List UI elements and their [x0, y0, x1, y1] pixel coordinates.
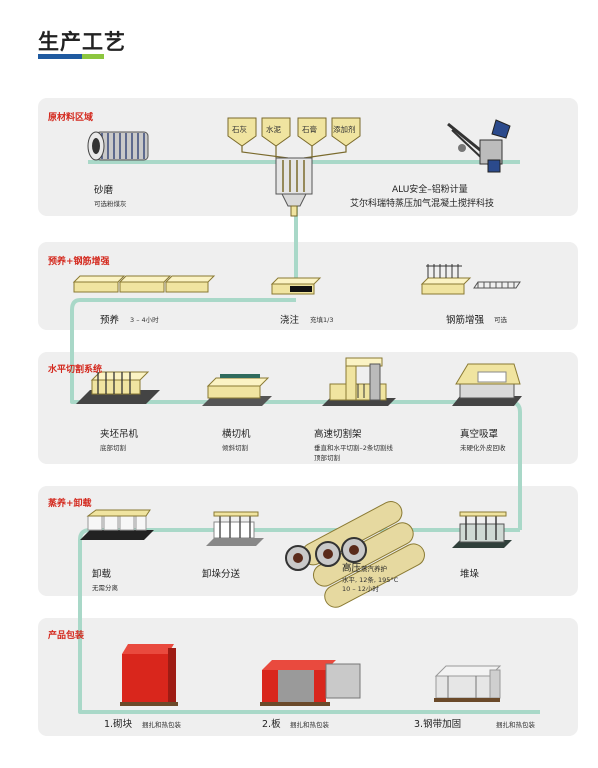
- autoclave-label: 高压蒸汽养护: [342, 560, 387, 574]
- silos-mixer-illustration: [227, 117, 361, 217]
- unloading-label: 卸载: [92, 569, 112, 580]
- rebar-note: 可选: [494, 316, 507, 324]
- section-title-precure: 预养+钢筋增强: [48, 257, 110, 267]
- vacuum-hood-illustration: [452, 363, 522, 406]
- alu-dosing-label: ALU安全–铝粉计量: [392, 185, 468, 195]
- grinding-note: 可选粉煤灰: [94, 200, 127, 208]
- high-speed-cutter-illustration: [322, 357, 396, 406]
- rebar-label: 钢筋增强: [446, 315, 485, 326]
- unloading-illustration: [80, 509, 154, 540]
- high-speed-cutter-note-1: 垂直和水平切割–2条切割线: [314, 444, 393, 452]
- separation-illustration: [206, 511, 264, 546]
- section-title-packaging: 产品包装: [48, 631, 85, 641]
- silo-label-cement: 水泥: [266, 125, 281, 134]
- autoclave-illustration: [285, 501, 425, 608]
- precure-label: 预养: [100, 315, 120, 326]
- cross-cutter-illustration: [202, 374, 272, 406]
- stacking-illustration: [452, 511, 512, 548]
- cross-cutter-label: 横切机: [222, 429, 251, 440]
- silo-label-additive: 添加剂: [333, 125, 356, 134]
- section-title-cutting: 水平切割系统: [48, 365, 103, 375]
- alu-dosing-illustration: [447, 119, 511, 173]
- panel-package-note: 捆扎和热包装: [290, 721, 329, 729]
- silo-label-gypsum: 石膏: [302, 125, 317, 134]
- section-title-steam: 蒸养+卸载: [48, 499, 92, 509]
- cross-cutter-note: 倾斜切割: [222, 444, 248, 452]
- separation-label: 卸垛分送: [202, 569, 241, 580]
- page-title: 生产工艺: [38, 30, 126, 54]
- stacking-label: 堆垛: [460, 569, 480, 580]
- high-speed-cutter-note-2: 顶部切割: [314, 454, 340, 462]
- steel-band-package-label: 3.钢带加固: [414, 719, 462, 730]
- unloading-note: 无需分离: [92, 584, 118, 592]
- panel-package-label: 2.板: [262, 719, 281, 730]
- precure-molds-illustration: [72, 275, 216, 293]
- silo-label-lime: 石灰: [232, 125, 247, 134]
- rebar-cage-illustration: [473, 281, 521, 289]
- block-package-note: 捆扎和热包装: [142, 721, 181, 729]
- block-package-label: 1.砌块: [104, 719, 133, 730]
- precure-note: 3 – 4小时: [130, 316, 159, 324]
- block-package-illustration: [120, 644, 178, 706]
- autoclave-note-1: 水平, 12条, 195°C: [342, 576, 399, 584]
- pouring-mold-illustration: [270, 277, 322, 295]
- pouring-note: 充填1/3: [310, 316, 334, 324]
- rebar-mold-illustration: [420, 264, 521, 295]
- grinding-label: 砂磨: [94, 185, 114, 196]
- autoclave-label-main: 高压: [342, 563, 362, 574]
- mixing-technology-label: 艾尔科瑞特蒸压加气混凝土搅拌科技: [350, 199, 495, 209]
- section-title-raw: 原材料区域: [48, 113, 94, 123]
- grinding-mill-illustration: [87, 131, 149, 161]
- autoclave-label-small: 蒸汽养护: [361, 565, 388, 573]
- steel-band-package-note: 捆扎和热包装: [496, 721, 535, 729]
- steel-band-package-illustration: [434, 665, 502, 702]
- panel-package-illustration: [260, 660, 361, 706]
- title-underline-blue: [38, 54, 82, 59]
- tilting-lifter-illustration: [76, 371, 160, 404]
- vacuum-hood-label: 真空吸罩: [460, 429, 499, 440]
- high-speed-cutter-label: 高速切割架: [314, 429, 362, 440]
- lifter-note: 底部切割: [100, 444, 126, 452]
- vacuum-hood-note: 未硬化外皮回收: [460, 444, 506, 452]
- autoclave-note-2: 10 – 12小时: [342, 585, 379, 593]
- title-underline-green: [82, 54, 104, 59]
- pouring-label: 浇注: [280, 315, 300, 326]
- lifter-label: 夹坯吊机: [100, 429, 139, 440]
